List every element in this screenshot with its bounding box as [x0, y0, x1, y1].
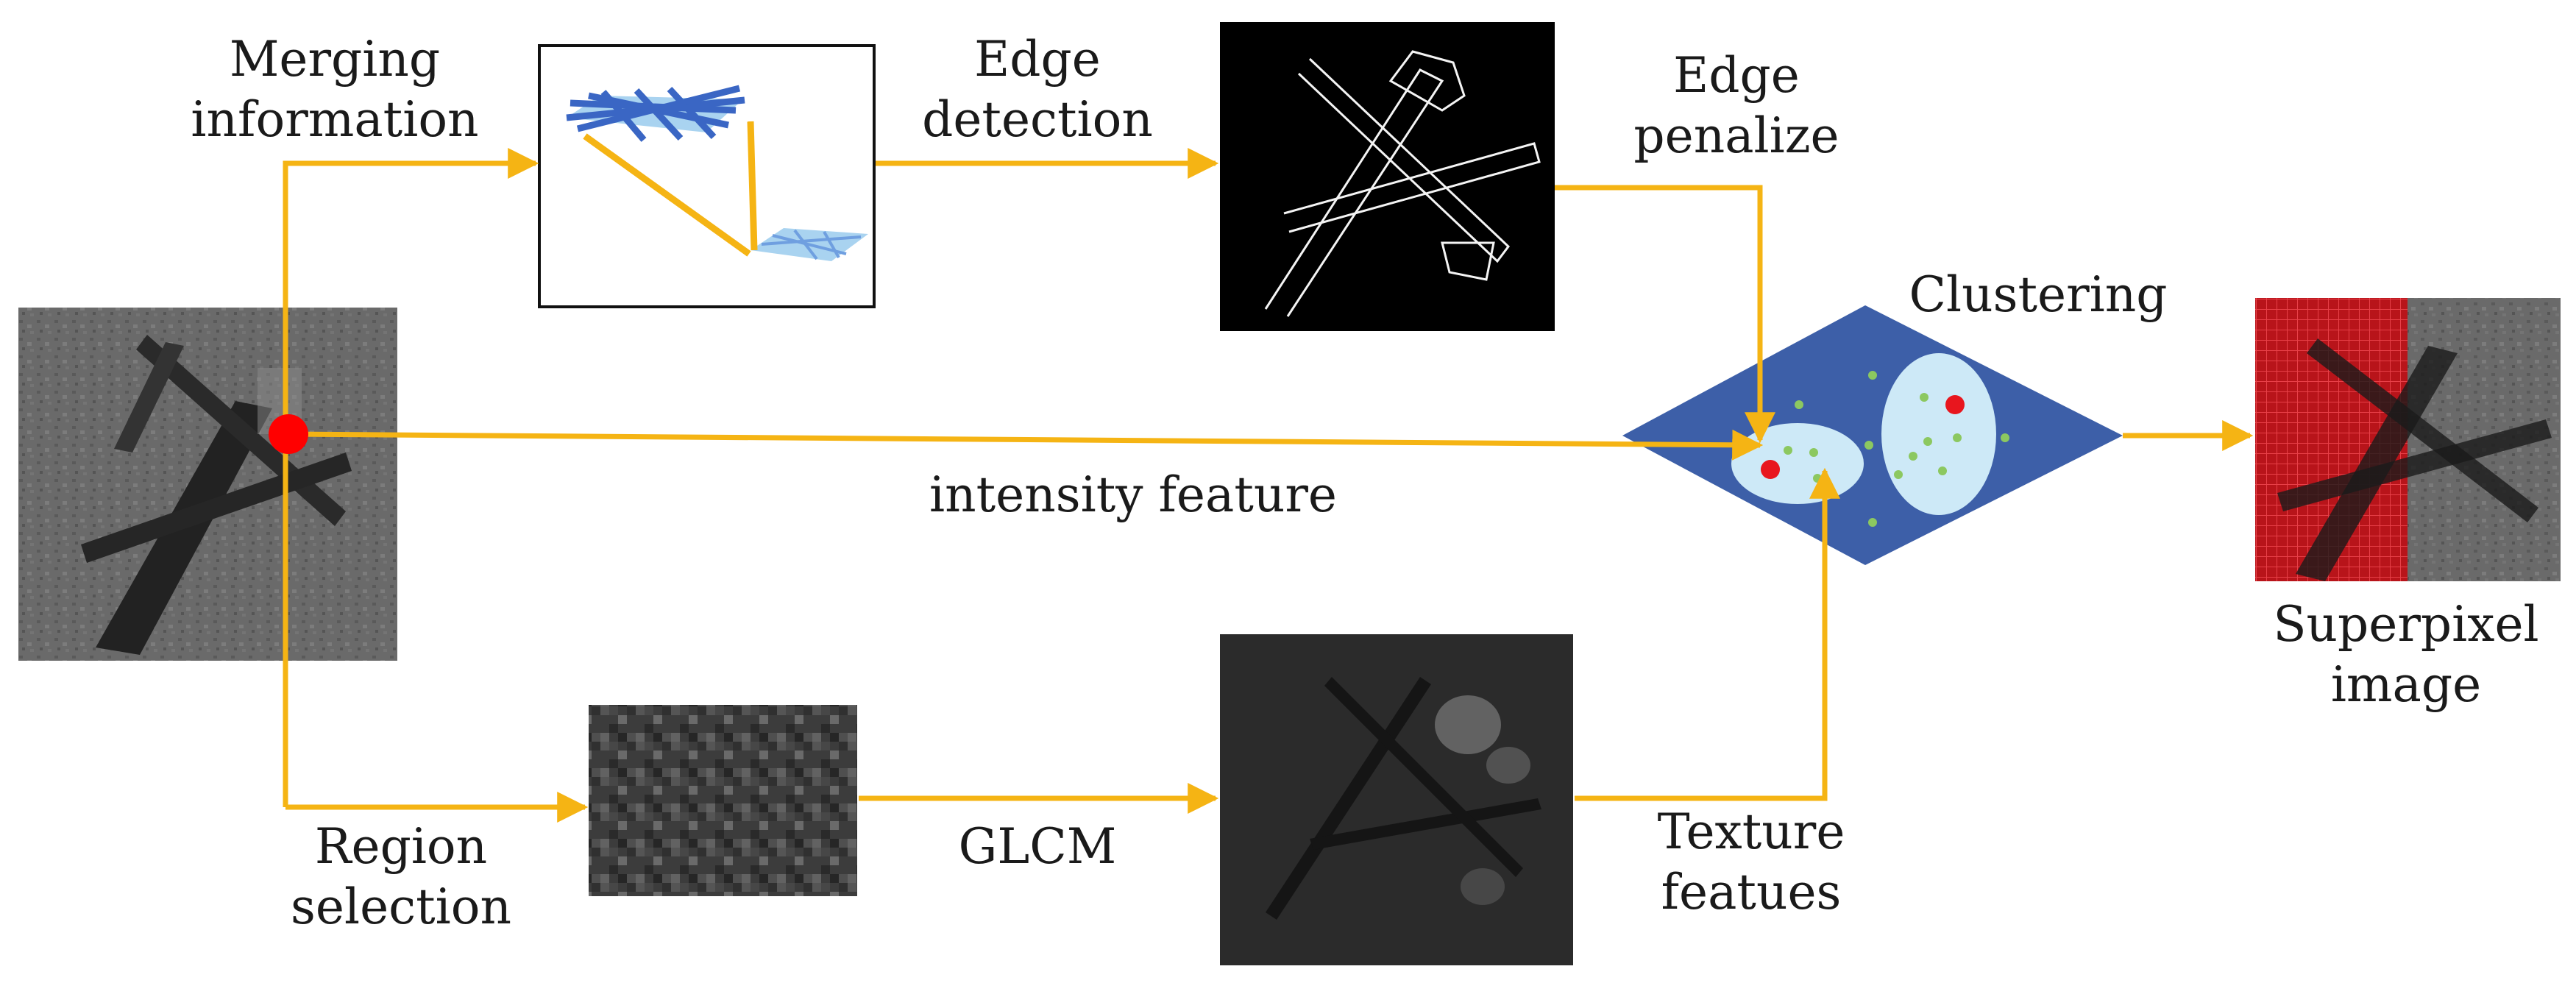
label-line: Region	[314, 818, 488, 875]
merging-grid-box	[538, 44, 876, 308]
superpixel-image	[2255, 298, 2561, 581]
input-image	[18, 308, 397, 661]
clustering-diamond	[1622, 305, 2123, 565]
label-line: featues	[1661, 864, 1842, 920]
label-intensity-feature: intensity feature	[929, 466, 1337, 523]
edge-image	[1220, 22, 1555, 331]
label-merging-information: Merging information	[180, 29, 489, 150]
label-line: information	[191, 91, 479, 148]
label-line: selection	[291, 879, 511, 935]
label-line: Superpixel	[2273, 596, 2539, 653]
label-line: Texture	[1657, 803, 1845, 860]
label-region-selection: Region selection	[246, 817, 556, 937]
merge-node	[269, 414, 308, 454]
label-line: penalize	[1633, 107, 1839, 164]
label-edge-penalize: Edge penalize	[1619, 46, 1854, 166]
connectors	[283, 148, 2254, 823]
label-line: Edge	[1673, 47, 1800, 104]
label-line: Merging	[229, 31, 441, 88]
label-line: detection	[922, 91, 1153, 148]
region-patch	[589, 705, 857, 896]
label-clustering: Clustering	[1909, 266, 2168, 323]
texture-image	[1220, 634, 1573, 965]
label-line: image	[2330, 656, 2482, 713]
label-edge-detection: Edge detection	[905, 29, 1170, 150]
label-texture-features: Texture featues	[1611, 802, 1891, 923]
label-glcm: GLCM	[958, 818, 1117, 875]
label-line: Edge	[974, 31, 1101, 88]
label-superpixel-image: Superpixel image	[2244, 595, 2568, 715]
